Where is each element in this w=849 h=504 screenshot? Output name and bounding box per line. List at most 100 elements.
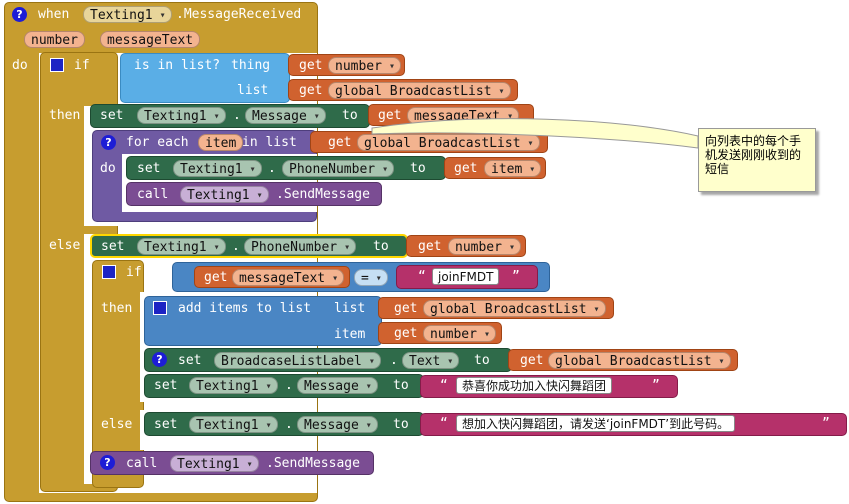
to-keyword: to bbox=[373, 239, 389, 254]
item-label: item bbox=[334, 327, 366, 342]
get-label: get bbox=[204, 270, 228, 285]
get-number-dropdown[interactable]: number bbox=[448, 238, 521, 256]
is-in-list-block[interactable] bbox=[120, 53, 290, 103]
add-items-label: add items to list bbox=[178, 301, 312, 316]
call-component-dropdown[interactable]: Texting1 bbox=[170, 455, 259, 473]
compare-operator-dropdown[interactable]: = bbox=[354, 269, 388, 287]
when-keyword: when bbox=[38, 7, 70, 22]
get-label: get bbox=[299, 58, 323, 73]
set-property-dropdown[interactable]: Message bbox=[245, 107, 326, 125]
to-keyword: to bbox=[342, 108, 358, 123]
get-broadcast-dropdown[interactable]: global BroadcastList bbox=[328, 82, 511, 100]
call-keyword: call bbox=[137, 187, 169, 202]
set-component-dropdown[interactable]: Texting1 bbox=[137, 107, 226, 125]
is-in-list-label: is in list? bbox=[134, 58, 221, 73]
set-property-dropdown[interactable]: PhoneNumber bbox=[282, 160, 395, 178]
param-messagetext[interactable]: messageText bbox=[100, 31, 201, 48]
to-keyword: to bbox=[393, 378, 409, 393]
get-messagetext-dropdown[interactable]: messageText bbox=[232, 269, 345, 287]
get-label: get bbox=[418, 239, 442, 254]
set-property-dropdown[interactable]: Message bbox=[297, 377, 378, 395]
set-property-dropdown[interactable]: Text bbox=[402, 352, 460, 370]
get-messagetext-dropdown[interactable]: messageText bbox=[407, 107, 520, 125]
help-icon[interactable]: ? bbox=[12, 7, 27, 22]
dot: . bbox=[285, 378, 293, 393]
add-items-to-list-block[interactable] bbox=[144, 296, 382, 346]
set-keyword: set bbox=[101, 239, 125, 254]
param-number[interactable]: number bbox=[24, 31, 85, 48]
set-keyword: set bbox=[100, 108, 124, 123]
to-keyword: to bbox=[410, 161, 426, 176]
get-label: get bbox=[394, 301, 418, 316]
call-keyword: call bbox=[126, 456, 158, 471]
comment-bubble[interactable]: 向列表中的每个手机发送刚刚收到的短信 bbox=[698, 128, 816, 192]
else-label: else bbox=[101, 417, 133, 432]
dot: . bbox=[268, 161, 276, 176]
get-broadcast-dropdown[interactable]: global BroadcastList bbox=[548, 352, 731, 370]
for-each-item-var[interactable]: item bbox=[198, 134, 244, 151]
close-quote: ” bbox=[512, 269, 520, 284]
dot: . bbox=[232, 239, 240, 254]
help-icon[interactable]: ? bbox=[100, 455, 115, 470]
get-label: get bbox=[378, 108, 402, 123]
for-each-do-label: do bbox=[100, 161, 116, 176]
comment-text: 向列表中的每个手机发送刚刚收到的短信 bbox=[705, 134, 802, 176]
dot: . bbox=[233, 108, 241, 123]
set-component-dropdown[interactable]: Texting1 bbox=[189, 377, 278, 395]
set-property-dropdown[interactable]: Message bbox=[297, 416, 378, 434]
dot: . bbox=[390, 353, 398, 368]
get-label: get bbox=[394, 326, 418, 341]
get-number-dropdown[interactable]: number bbox=[423, 325, 496, 343]
set-message-block[interactable] bbox=[90, 104, 370, 128]
get-label: get bbox=[454, 161, 478, 176]
call-component-dropdown[interactable]: Texting1 bbox=[180, 186, 269, 204]
call-method: .SendMessage bbox=[276, 187, 370, 202]
set-keyword: set bbox=[154, 417, 178, 432]
if-keyword: if bbox=[74, 58, 90, 73]
set-keyword: set bbox=[178, 353, 202, 368]
help-icon[interactable]: ? bbox=[152, 352, 167, 367]
dot: . bbox=[285, 417, 293, 432]
get-number-dropdown[interactable]: number bbox=[328, 57, 401, 75]
close-quote: ” bbox=[822, 416, 830, 431]
get-broadcast-list-dropdown[interactable]: global BroadcastList bbox=[357, 134, 540, 152]
open-quote: “ bbox=[440, 416, 448, 431]
if-block-inner[interactable] bbox=[92, 260, 144, 488]
get-broadcast-dropdown[interactable]: global BroadcastList bbox=[423, 300, 606, 318]
to-keyword: to bbox=[393, 417, 409, 432]
help-icon[interactable]: ? bbox=[101, 135, 116, 150]
call-method: .SendMessage bbox=[266, 456, 360, 471]
text-field-joinfmdt[interactable]: joinFMDT bbox=[432, 268, 500, 285]
set-message-success-block[interactable] bbox=[144, 374, 424, 398]
get-item-dropdown[interactable]: item bbox=[484, 160, 542, 178]
then-label: then bbox=[49, 108, 81, 123]
event-component-dropdown[interactable]: Texting1 bbox=[83, 6, 172, 24]
else-label: else bbox=[49, 238, 81, 253]
list-label: list bbox=[237, 83, 269, 98]
in-list-keyword: in list bbox=[242, 135, 297, 150]
thing-label: thing bbox=[231, 58, 271, 73]
mutator-icon[interactable] bbox=[153, 301, 167, 315]
get-label: get bbox=[328, 135, 352, 150]
text-field-join[interactable]: 想加入快闪舞蹈团，请发送‘joinFMDT’到此号码。 bbox=[456, 415, 736, 432]
set-message-join-block[interactable] bbox=[144, 412, 424, 436]
get-label: get bbox=[299, 83, 323, 98]
set-keyword: set bbox=[137, 161, 161, 176]
open-quote: “ bbox=[440, 378, 448, 393]
to-keyword: to bbox=[474, 353, 490, 368]
event-name: .MessageReceived bbox=[176, 7, 302, 22]
open-quote: “ bbox=[418, 269, 426, 284]
text-field-success[interactable]: 恭喜你成功加入快闪舞蹈团 bbox=[456, 377, 613, 394]
mutator-icon[interactable] bbox=[102, 265, 116, 279]
set-keyword: set bbox=[154, 378, 178, 393]
set-property-dropdown[interactable]: PhoneNumber bbox=[244, 238, 357, 256]
set-component-dropdown[interactable]: Texting1 bbox=[173, 160, 262, 178]
set-component-dropdown[interactable]: Texting1 bbox=[189, 416, 278, 434]
list-label: list bbox=[334, 301, 366, 316]
then-label: then bbox=[101, 301, 133, 316]
set-component-dropdown[interactable]: BroadcaseListLabel bbox=[214, 352, 381, 370]
if-keyword: if bbox=[126, 265, 142, 280]
set-component-dropdown[interactable]: Texting1 bbox=[137, 238, 226, 256]
mutator-icon[interactable] bbox=[50, 58, 64, 72]
event-do-label: do bbox=[12, 58, 28, 73]
